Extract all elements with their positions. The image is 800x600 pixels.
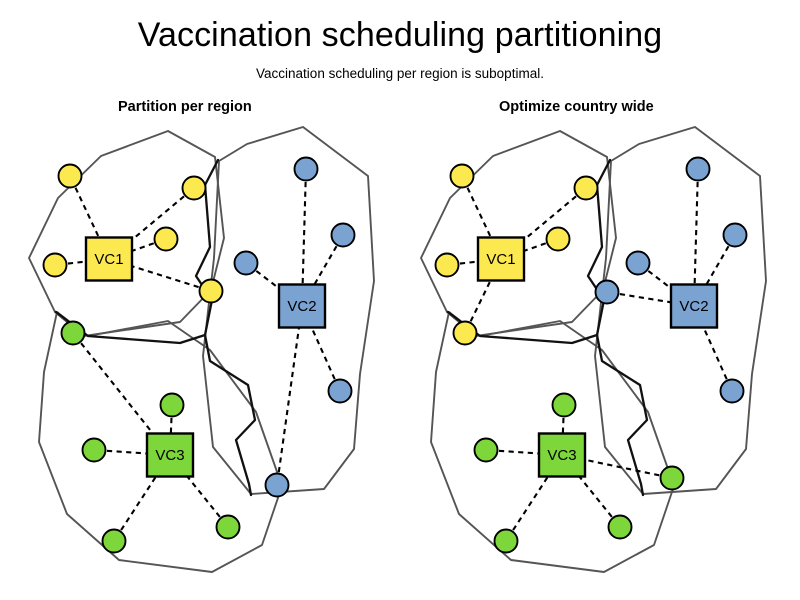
page-title: Vaccination scheduling partitioning <box>137 16 663 54</box>
assignment-edge <box>301 181 307 285</box>
citizen-node[interactable] <box>159 392 185 418</box>
citizen-node[interactable] <box>493 528 519 554</box>
citizen-node[interactable] <box>722 222 748 248</box>
citizen-node[interactable] <box>473 437 499 463</box>
assignment-edge <box>74 187 100 238</box>
assignment-edge <box>131 195 185 241</box>
assignment-edge <box>169 417 173 434</box>
region-outline-south <box>38 311 283 573</box>
citizen-node[interactable] <box>452 320 478 346</box>
vaccination-center-box <box>669 283 719 329</box>
vaccination-center-label: VC2 <box>287 298 316 315</box>
assignment-edge <box>561 417 565 434</box>
vaccination-center-box <box>476 236 526 282</box>
citizen-node[interactable] <box>42 252 68 278</box>
citizen-node[interactable] <box>719 378 745 404</box>
region-outline-south <box>430 311 675 573</box>
vaccination-center-box <box>277 283 327 329</box>
assignment-edge <box>578 475 613 518</box>
assignment-edge <box>120 475 157 531</box>
citizen-node[interactable] <box>181 175 207 201</box>
citizen-node[interactable] <box>659 465 685 491</box>
citizen-node[interactable] <box>607 514 633 540</box>
assignment-edge <box>523 195 577 241</box>
region-outline-north-east <box>594 126 767 495</box>
citizen-node[interactable] <box>215 514 241 540</box>
citizen-node[interactable] <box>551 392 577 418</box>
citizen-node[interactable] <box>198 278 224 304</box>
region-outline-north-west <box>420 130 617 337</box>
region-boundaries-left <box>28 126 375 573</box>
panel-heading-right: Optimize country wide <box>499 99 654 115</box>
citizen-node[interactable] <box>60 320 86 346</box>
citizen-node[interactable] <box>233 250 259 276</box>
assignment-edge <box>313 245 338 286</box>
citizen-node[interactable] <box>449 163 475 189</box>
vaccination-center-vc2[interactable]: VC2 <box>277 283 327 329</box>
region-outline-north-west <box>28 130 225 337</box>
assignment-edge <box>512 475 549 531</box>
assignment-edge <box>277 327 301 473</box>
assignment-edge <box>106 449 148 455</box>
panel-heading-left: Partition per region <box>118 99 252 115</box>
assignment-edge <box>498 449 540 455</box>
vaccination-center-label: VC1 <box>486 251 515 268</box>
citizen-node[interactable] <box>327 378 353 404</box>
vaccination-center-box <box>84 236 134 282</box>
citizen-node[interactable] <box>330 222 356 248</box>
assignment-edge <box>255 270 280 290</box>
divider-ne-south <box>203 333 257 497</box>
assignment-edge <box>131 265 199 289</box>
vaccination-center-vc3[interactable]: VC3 <box>537 432 587 478</box>
citizen-node[interactable] <box>81 437 107 463</box>
citizen-node[interactable] <box>57 163 83 189</box>
divider-ne-south <box>595 333 649 497</box>
vaccination-center-vc2[interactable]: VC2 <box>669 283 719 329</box>
vaccination-center-vc3[interactable]: VC3 <box>145 432 195 478</box>
assignment-edge <box>702 327 728 380</box>
assignment-edge <box>131 242 155 252</box>
assignment-edge <box>705 245 730 286</box>
citizen-node[interactable] <box>434 252 460 278</box>
citizen-node[interactable] <box>594 279 620 305</box>
assignment-edge <box>67 260 87 265</box>
assignment-edge <box>80 342 154 435</box>
vaccination-center-vc1[interactable]: VC1 <box>84 236 134 282</box>
vaccination-center-label: VC1 <box>94 251 123 268</box>
assignment-edge <box>469 280 492 322</box>
citizen-node[interactable] <box>625 250 651 276</box>
vaccination-center-label: VC2 <box>679 298 708 315</box>
citizen-node[interactable] <box>153 226 179 252</box>
assignment-edge <box>459 260 479 265</box>
assignment-edge <box>523 242 547 252</box>
assignment-edge <box>619 293 672 304</box>
page-subtitle: Vaccination scheduling per region is sub… <box>256 66 544 81</box>
divider-nw-ne <box>194 158 220 337</box>
assignment-edge <box>584 458 660 477</box>
assignment-edge <box>310 327 336 380</box>
assignment-edge <box>186 475 221 518</box>
citizen-node[interactable] <box>545 226 571 252</box>
assignment-edge <box>647 270 672 290</box>
vaccination-center-vc1[interactable]: VC1 <box>476 236 526 282</box>
citizen-node[interactable] <box>264 472 290 498</box>
vaccination-center-box <box>145 432 195 478</box>
vaccination-center-label: VC3 <box>547 447 576 464</box>
vaccination-center-label: VC3 <box>155 447 184 464</box>
region-outline-north-east <box>202 126 375 495</box>
vaccination-center-box <box>537 432 587 478</box>
assignment-edge <box>693 181 699 285</box>
edges-layer <box>67 181 730 531</box>
citizen-node[interactable] <box>685 156 711 182</box>
citizen-node[interactable] <box>101 528 127 554</box>
divider-nw-ne <box>586 158 612 337</box>
assignment-edge <box>466 187 492 238</box>
citizen-node[interactable] <box>573 175 599 201</box>
citizen-node[interactable] <box>293 156 319 182</box>
